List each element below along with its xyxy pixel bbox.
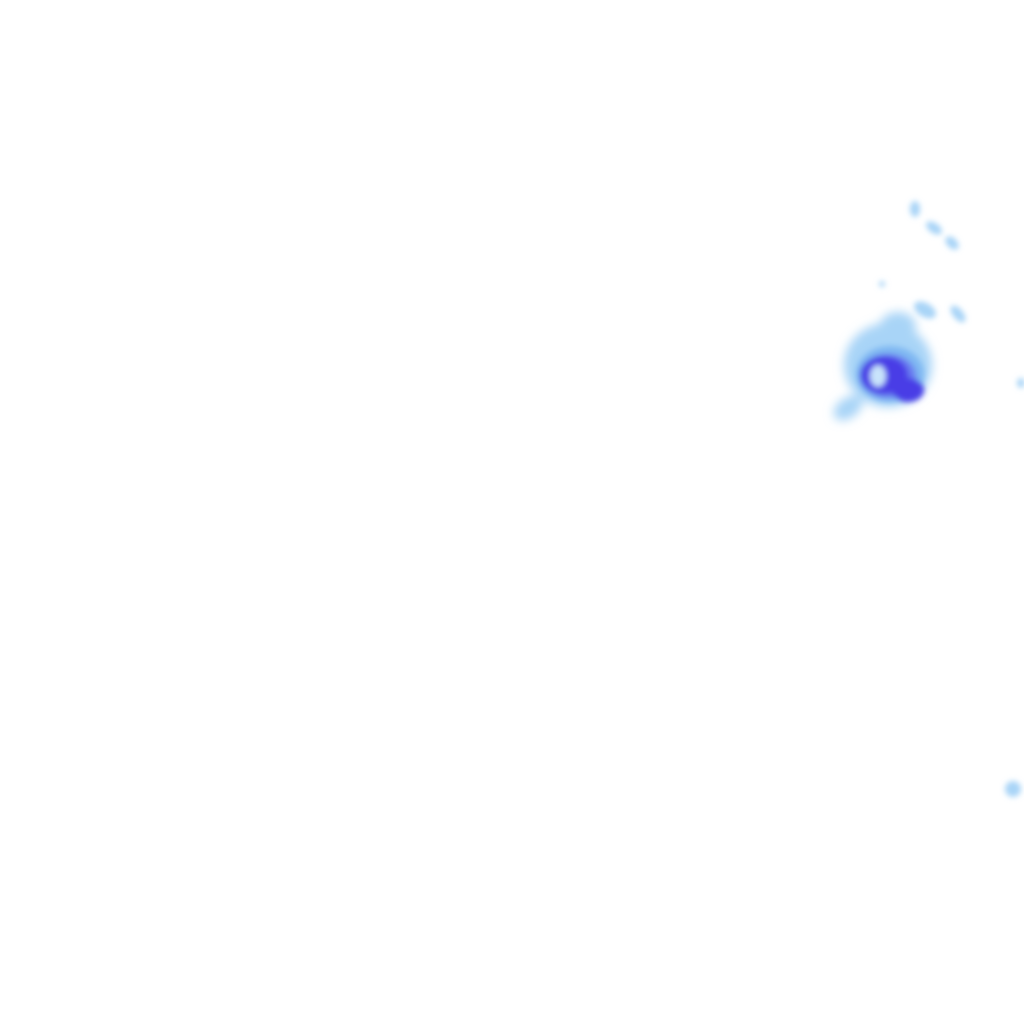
echo-cell bbox=[910, 201, 920, 217]
echo-light-top bbox=[880, 312, 916, 340]
echo-cell bbox=[926, 221, 942, 235]
echo-cluster-east bbox=[879, 281, 966, 323]
echo-cell bbox=[879, 281, 885, 287]
echo-cell bbox=[914, 301, 936, 319]
echo-cell bbox=[1005, 781, 1021, 797]
echo-cluster-edge bbox=[1005, 378, 1024, 797]
echo-cluster-north bbox=[910, 201, 959, 250]
echo-core-gap bbox=[870, 365, 886, 387]
storm-cell-main bbox=[833, 312, 932, 421]
echo-cell bbox=[950, 305, 966, 323]
echo-light-tail bbox=[833, 395, 863, 421]
echo-cell bbox=[1017, 378, 1024, 388]
echo-cell bbox=[945, 236, 959, 250]
echo-heavy-tail bbox=[892, 378, 924, 402]
